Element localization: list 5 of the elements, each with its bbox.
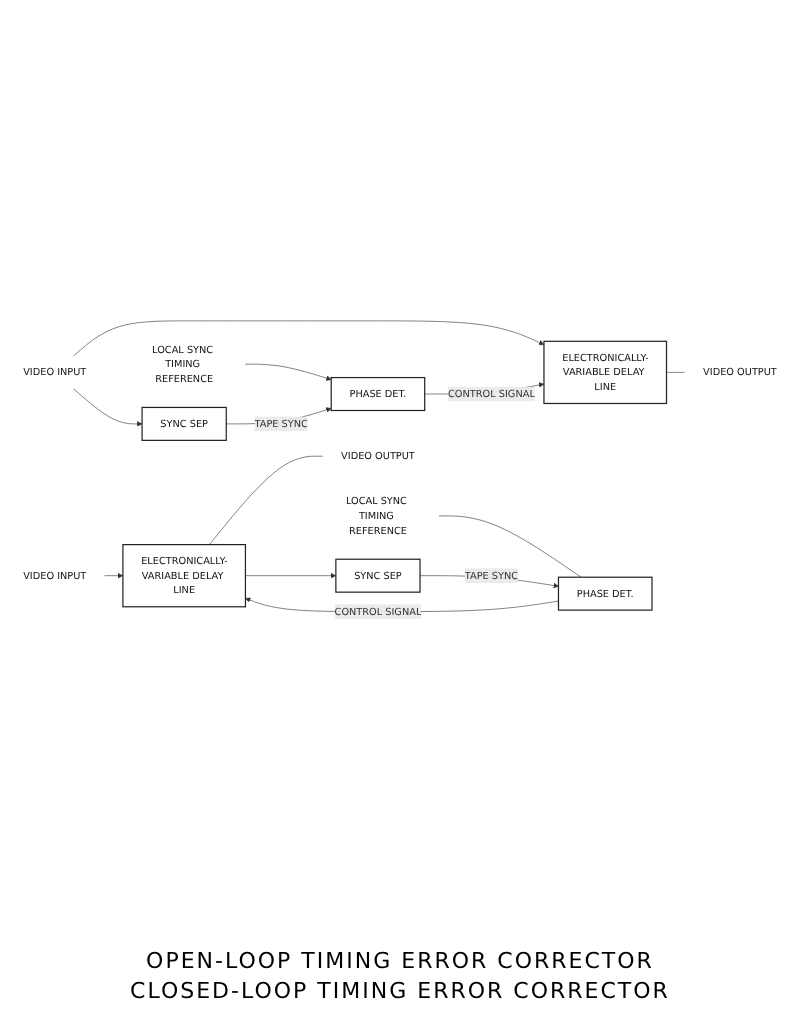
diagram-caption: OPEN-LOOP TIMING ERROR CORRECTOR — [144, 948, 656, 974]
connector — [209, 455, 324, 545]
connector — [666, 372, 686, 373]
diagram-caption: CLOSED-LOOP TIMING ERROR CORRECTOR — [130, 978, 670, 1004]
connector — [438, 515, 582, 578]
